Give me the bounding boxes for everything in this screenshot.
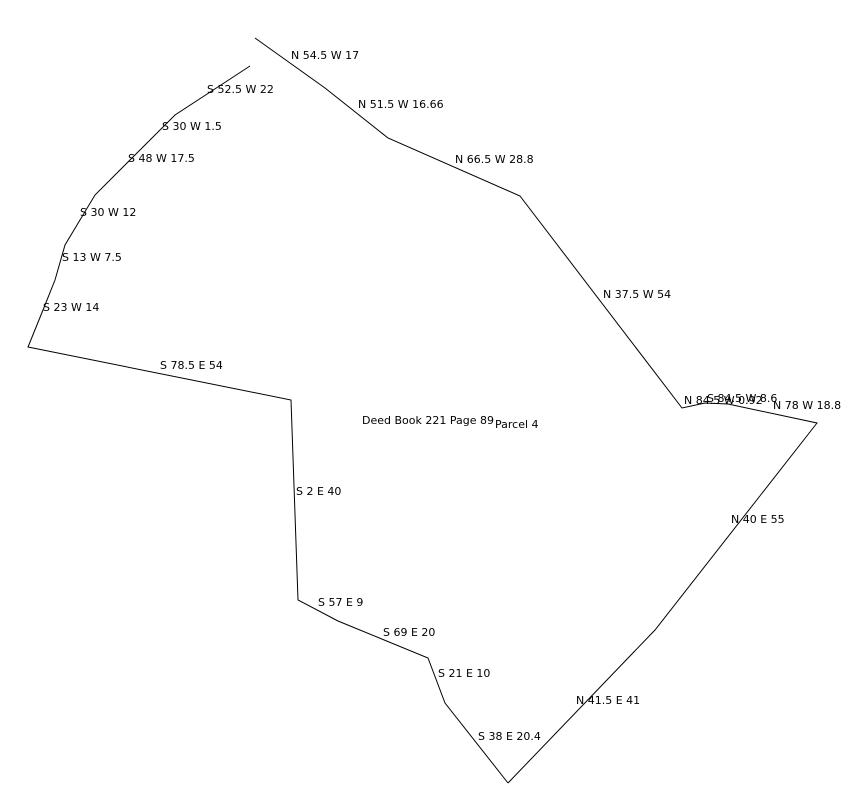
bearing-label: S 48 W 17.5 [128, 152, 195, 165]
bearing-label: S 52.5 W 22 [207, 83, 274, 96]
deed-reference-label: Deed Book 221 Page 89 [362, 414, 494, 427]
bearing-label: S 38 E 20.4 [478, 730, 541, 743]
bearing-label: S 23 W 14 [43, 301, 99, 314]
bearing-label: N 84.5 W 0.92 [684, 394, 763, 407]
bearing-label: S 30 W 12 [80, 206, 136, 219]
bearing-label: S 13 W 7.5 [62, 251, 122, 264]
bearing-label: N 37.5 W 54 [603, 288, 671, 301]
bearing-label: S 30 W 1.5 [162, 120, 222, 133]
bearing-label: S 78.5 E 54 [160, 359, 223, 372]
bearing-label: S 69 E 20 [383, 626, 435, 639]
bearing-label: S 21 E 10 [438, 667, 490, 680]
bearing-label: N 40 E 55 [731, 513, 785, 526]
boundary-line-south-west [27, 65, 509, 784]
bearing-label: N 78 W 18.8 [773, 399, 841, 412]
bearing-label: S 84.5 W 8.6 [707, 392, 777, 405]
parcel-number-label: Parcel 4 [495, 418, 539, 431]
bearing-label: N 66.5 W 28.8 [455, 153, 534, 166]
bearing-label: S 57 E 9 [318, 596, 363, 609]
bearing-label: N 41.5 E 41 [576, 694, 640, 707]
bearing-label: N 54.5 W 17 [291, 49, 359, 62]
bearing-label: N 51.5 W 16.66 [358, 98, 444, 111]
boundary-line-north-east [254, 37, 818, 784]
bearing-label: S 2 E 40 [296, 485, 341, 498]
